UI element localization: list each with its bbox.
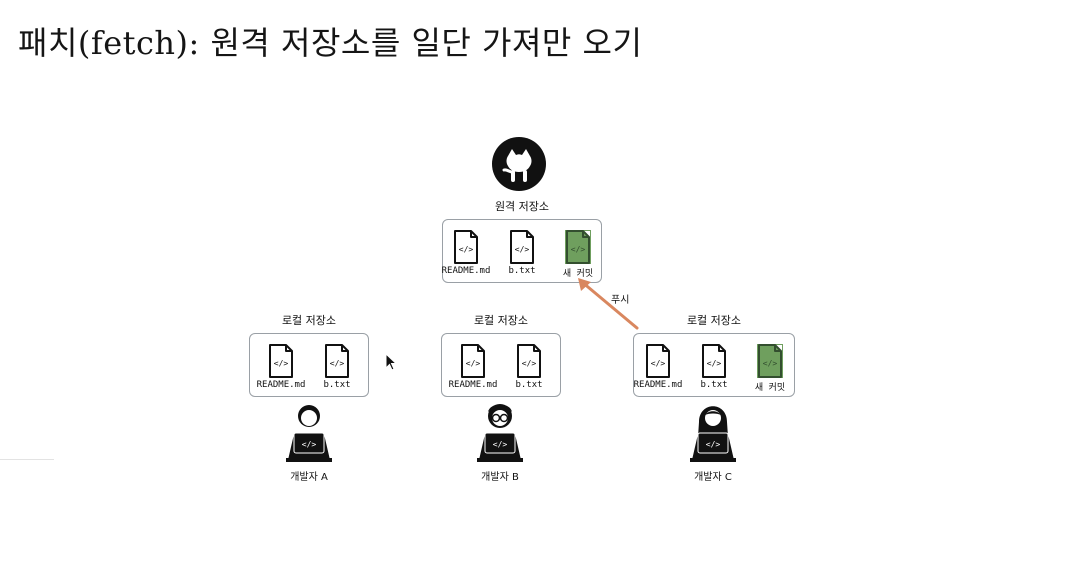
code-file-icon: </> [461,344,485,378]
mouse-cursor-icon [385,353,397,371]
local-file-box-b: </> README.md </> b.txt [441,333,561,397]
local-repository-title: 로컬 저장소 [686,314,742,327]
file-label: README.md [441,266,491,276]
remote-repository-title: 원격 저장소 [494,200,550,213]
svg-text:</>: </> [330,359,345,368]
local-file-box-c: </> README.md </> b.txt </> 새 커밋 [633,333,795,397]
file-label: 새 커밋 [562,269,594,279]
left-edge-divider [0,459,54,460]
developer-label: 개발자 B [481,472,519,483]
file-label: b.txt [508,266,536,276]
code-file-icon: </> [757,344,783,378]
developer-male-icon: </> [286,405,332,462]
svg-text:</>: </> [515,245,530,254]
file-item: </> b.txt [315,344,359,390]
file-label: README.md [256,380,306,390]
svg-text:</>: </> [522,359,537,368]
developer-label: 개발자 A [290,472,328,483]
file-item: </> b.txt [500,230,544,276]
file-item: </> b.txt [507,344,551,390]
svg-text:</>: </> [706,440,721,449]
local-file-box-a: </> README.md </> b.txt [249,333,369,397]
developer-b: </> 개발자 B [445,398,555,483]
file-label: 새 커밋 [754,383,786,393]
svg-text:</>: </> [763,359,778,368]
file-label: b.txt [323,380,351,390]
file-label: b.txt [515,380,543,390]
file-item: </> README.md [441,230,491,276]
file-item: </> b.txt [692,344,736,390]
developer-label: 개발자 C [694,472,732,483]
file-label: b.txt [700,380,728,390]
local-repository-a: 로컬 저장소 </> README.md </> b.txt [249,312,369,397]
code-file-icon: </> [325,344,349,378]
new-commit-file: </> 새 커밋 [556,230,600,279]
file-label: README.md [448,380,498,390]
code-file-icon: </> [565,230,591,264]
file-item: </> README.md [633,344,683,390]
svg-text:</>: </> [466,359,481,368]
developer-glasses-icon: </> [477,404,523,462]
code-file-icon: </> [517,344,541,378]
svg-text:</>: </> [571,245,586,254]
remote-repository: 원격 저장소 </> README.md </> b.txt </> 새 커밋 [442,198,602,283]
svg-text:</>: </> [493,440,508,449]
svg-text:</>: </> [459,245,474,254]
page-title: 패치(fetch): 원격 저장소를 일단 가져만 오기 [18,24,643,62]
github-icon [492,137,546,191]
push-label: 푸시 [611,295,630,306]
code-file-icon: </> [510,230,534,264]
svg-text:</>: </> [302,440,317,449]
file-item: </> README.md [448,344,498,390]
code-file-icon: </> [269,344,293,378]
local-repository-title: 로컬 저장소 [473,314,529,327]
code-file-icon: </> [646,344,670,378]
developer-c: </> 개발자 C [658,398,768,483]
file-label: README.md [633,380,683,390]
file-item: </> README.md [256,344,306,390]
developer-a: </> 개발자 A [254,398,364,483]
code-file-icon: </> [702,344,726,378]
new-commit-file: </> 새 커밋 [748,344,792,393]
remote-file-box: </> README.md </> b.txt </> 새 커밋 [442,219,602,283]
local-repository-c: 로컬 저장소 </> README.md </> b.txt </> 새 커밋 [633,312,795,397]
code-file-icon: </> [454,230,478,264]
svg-text:</>: </> [651,359,666,368]
developer-female-icon: </> [690,406,736,462]
svg-text:</>: </> [274,359,289,368]
local-repository-b: 로컬 저장소 </> README.md </> b.txt [441,312,561,397]
push-arrow [578,278,639,330]
svg-text:</>: </> [707,359,722,368]
local-repository-title: 로컬 저장소 [281,314,337,327]
